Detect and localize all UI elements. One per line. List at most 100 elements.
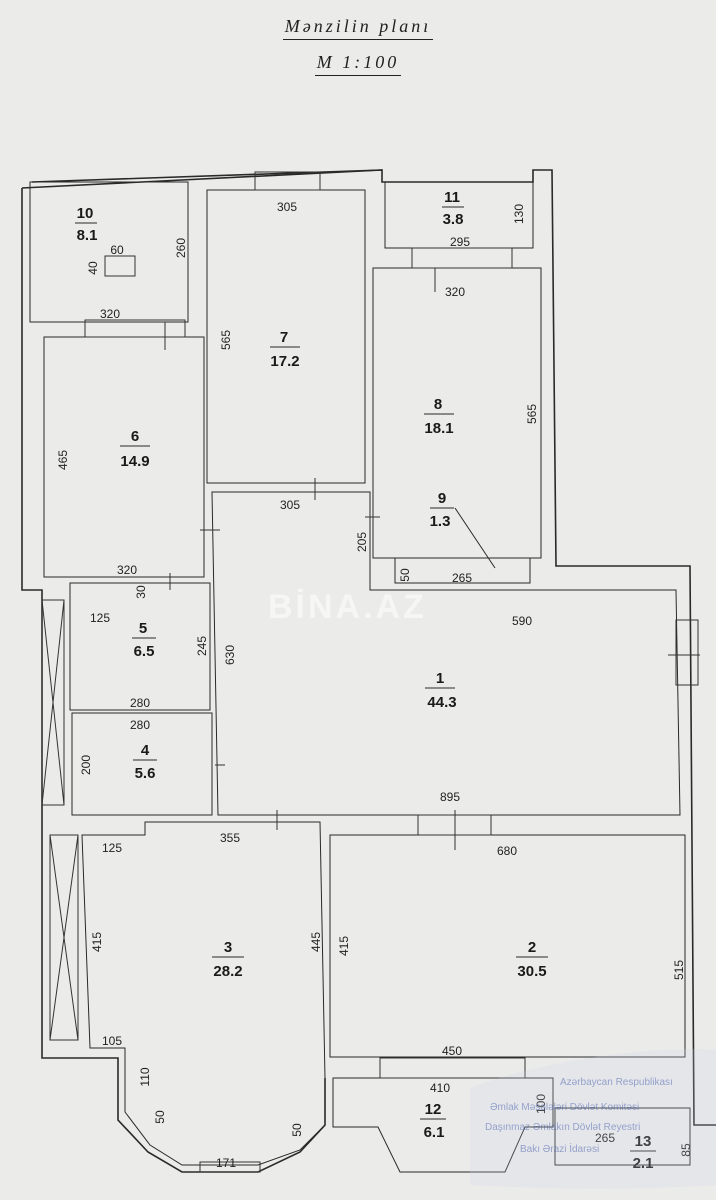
dim-label: 450: [442, 1044, 462, 1058]
room-2: [329, 834, 686, 1058]
window-3: [199, 1161, 261, 1173]
plan-title: Mənzilin planı: [0, 16, 716, 40]
dim-label: 260: [174, 238, 188, 258]
room-10: [29, 181, 189, 323]
dim-label: 245: [195, 636, 209, 656]
dim-label: 265: [595, 1131, 615, 1145]
dim-label: 415: [337, 936, 351, 956]
room-10-area: 8.1: [77, 227, 98, 244]
room-8: [372, 267, 542, 559]
dim-label: 515: [672, 960, 686, 980]
window-12: [379, 1057, 526, 1079]
dim-label: 110: [138, 1067, 152, 1086]
room-4-number: 4: [141, 742, 150, 759]
room-10-fixture: [104, 255, 136, 277]
dim-label: 590: [512, 614, 532, 628]
dim-label: 320: [445, 285, 465, 299]
plan-scale: M 1:100: [0, 52, 716, 76]
room-2-area: 30.5: [517, 963, 546, 980]
dim-label: 100: [534, 1094, 548, 1114]
dim-label: 410: [430, 1081, 450, 1095]
shaft-1: [41, 599, 65, 806]
plan-scale-text: M 1:100: [314, 52, 402, 76]
room-1-area: 44.3: [427, 694, 456, 711]
room-8-area: 18.1: [424, 420, 453, 437]
room-5-number: 5: [139, 620, 147, 637]
room-6-number: 6: [131, 428, 139, 445]
room-3-area: 28.2: [213, 963, 242, 980]
room-12: [332, 1077, 554, 1173]
room-10-number: 10: [77, 205, 94, 222]
dim-label: 50: [290, 1123, 304, 1137]
dimension-labels: 260 60 40 305 565 130 295 320 565 320 46…: [56, 200, 693, 1170]
window-1: [675, 619, 699, 686]
dim-label: 565: [219, 330, 233, 350]
dim-label: 205: [355, 532, 369, 552]
dim-label: 280: [130, 696, 150, 710]
dim-label: 895: [440, 790, 460, 804]
dim-label: 50: [398, 568, 412, 582]
outer-walls: [21, 169, 716, 1173]
room-6-area: 14.9: [120, 453, 149, 470]
window-6: [84, 319, 186, 338]
room-12-number: 12: [425, 1101, 442, 1118]
room-4-area: 5.6: [135, 765, 156, 782]
dim-label: 565: [525, 404, 539, 424]
stamp-line: Əmlak Məsələləri Dövlət Komitəsi: [490, 1102, 639, 1113]
window-7: [254, 171, 321, 191]
dim-label: 105: [102, 1034, 122, 1048]
room-7-number: 7: [280, 329, 288, 346]
room-12-area: 6.1: [424, 1124, 445, 1141]
room-9-door: [454, 507, 496, 569]
dim-label: 465: [56, 450, 70, 470]
room-9-number: 9: [438, 490, 446, 507]
room-9-area: 1.3: [430, 513, 451, 530]
stamp-line: Azərbaycan Respublikası: [560, 1077, 673, 1088]
dim-label: 125: [90, 611, 110, 625]
dim-label: 630: [223, 645, 237, 665]
room-13-number: 13: [635, 1133, 652, 1150]
room-4: [71, 712, 213, 816]
room-13: [554, 1107, 691, 1166]
dim-label: 30: [134, 585, 148, 599]
dim-label: 305: [280, 498, 300, 512]
window-8: [411, 247, 513, 269]
dim-label: 305: [277, 200, 297, 214]
watermark: BİNA.AZ: [268, 588, 427, 626]
door-marks: [164, 268, 700, 850]
dim-label: 415: [90, 932, 104, 952]
room-2-number: 2: [528, 939, 536, 956]
dim-label: 445: [309, 932, 323, 952]
dim-label: 85: [679, 1143, 693, 1157]
dim-label: 295: [450, 235, 470, 249]
room-5-area: 6.5: [134, 643, 155, 660]
room-1-number: 1: [436, 670, 444, 687]
dim-label: 355: [220, 831, 240, 845]
room-labels: 10 8.1 11 3.8 7 17.2 8 18.1 6 14.9 9 1.3…: [75, 189, 656, 1172]
dim-label: 280: [130, 718, 150, 732]
dim-label: 200: [79, 755, 93, 775]
room-5: [69, 582, 211, 711]
room-13-area: 2.1: [633, 1155, 654, 1172]
dim-label: 265: [452, 571, 472, 585]
dim-label: 60: [110, 243, 124, 257]
stamp-line: Bakı Ərazi İdarəsi: [520, 1142, 599, 1155]
dim-label: 50: [153, 1110, 167, 1124]
dim-label: 130: [512, 204, 526, 224]
dim-label: 125: [102, 841, 122, 855]
dim-label: 680: [497, 844, 517, 858]
stamp-line: Daşınmaz Əmlakın Dövlət Reyestri: [485, 1122, 640, 1133]
dim-label: 171: [216, 1156, 236, 1170]
room-9: [372, 500, 531, 584]
room-1: [211, 491, 681, 816]
room-11-area: 3.8: [443, 211, 464, 228]
shaft-2: [49, 834, 79, 1041]
room-7-area: 17.2: [270, 353, 299, 370]
room-3-number: 3: [224, 939, 232, 956]
room-11-number: 11: [444, 189, 460, 206]
dim-label: 320: [100, 307, 120, 321]
dim-label: 320: [117, 563, 137, 577]
room-3: [81, 821, 326, 1166]
dim-label: 40: [86, 261, 100, 275]
